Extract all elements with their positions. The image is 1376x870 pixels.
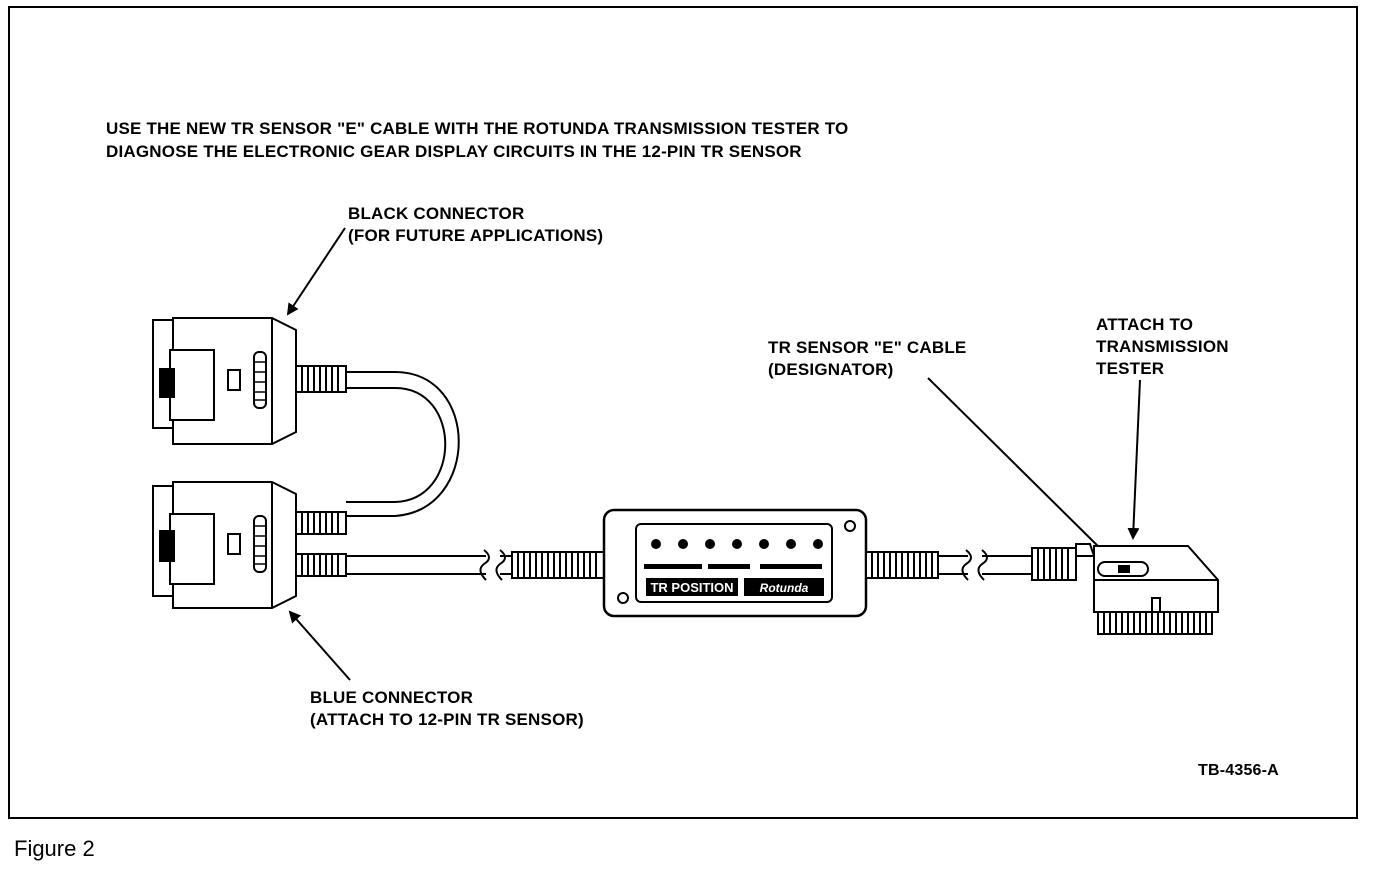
blue-connector-label: BLUE CONNECTOR [310, 688, 474, 707]
tester-connector [1031, 543, 1219, 635]
tester-label-2: TRANSMISSION [1096, 337, 1229, 356]
designator-label: TR SENSOR "E" CABLE [768, 338, 967, 357]
designator-arrow [927, 377, 1112, 560]
black-connector-arrow [286, 227, 346, 316]
blue-connector [152, 481, 347, 609]
figure-caption: Figure 2 [14, 836, 95, 861]
rotunda-brand: Rotunda [760, 581, 809, 595]
indicator-leds [651, 539, 823, 549]
figure-id: TB-4356-A [1198, 762, 1279, 779]
tester-arrow [1127, 379, 1141, 540]
header-line-1: USE THE NEW TR SENSOR "E" CABLE WITH THE… [106, 119, 849, 138]
tester-label-1: ATTACH TO [1096, 315, 1194, 334]
black-connector-label: BLACK CONNECTOR [348, 204, 525, 223]
blue-connector-sublabel: (ATTACH TO 12-PIN TR SENSOR) [310, 710, 584, 729]
blue-connector-arrow [288, 610, 351, 681]
diagram-frame [8, 6, 1358, 819]
black-connector-sublabel: (FOR FUTURE APPLICATIONS) [348, 226, 604, 245]
black-connector [152, 317, 347, 445]
header-line-2: DIAGNOSE THE ELECTRONIC GEAR DISPLAY CIR… [106, 142, 802, 161]
designator-box: TR POSITION Rotunda [602, 508, 868, 618]
designator-sublabel: (DESIGNATOR) [768, 360, 894, 379]
tr-position-label: TR POSITION [650, 580, 733, 595]
tester-label-3: TESTER [1096, 359, 1165, 378]
